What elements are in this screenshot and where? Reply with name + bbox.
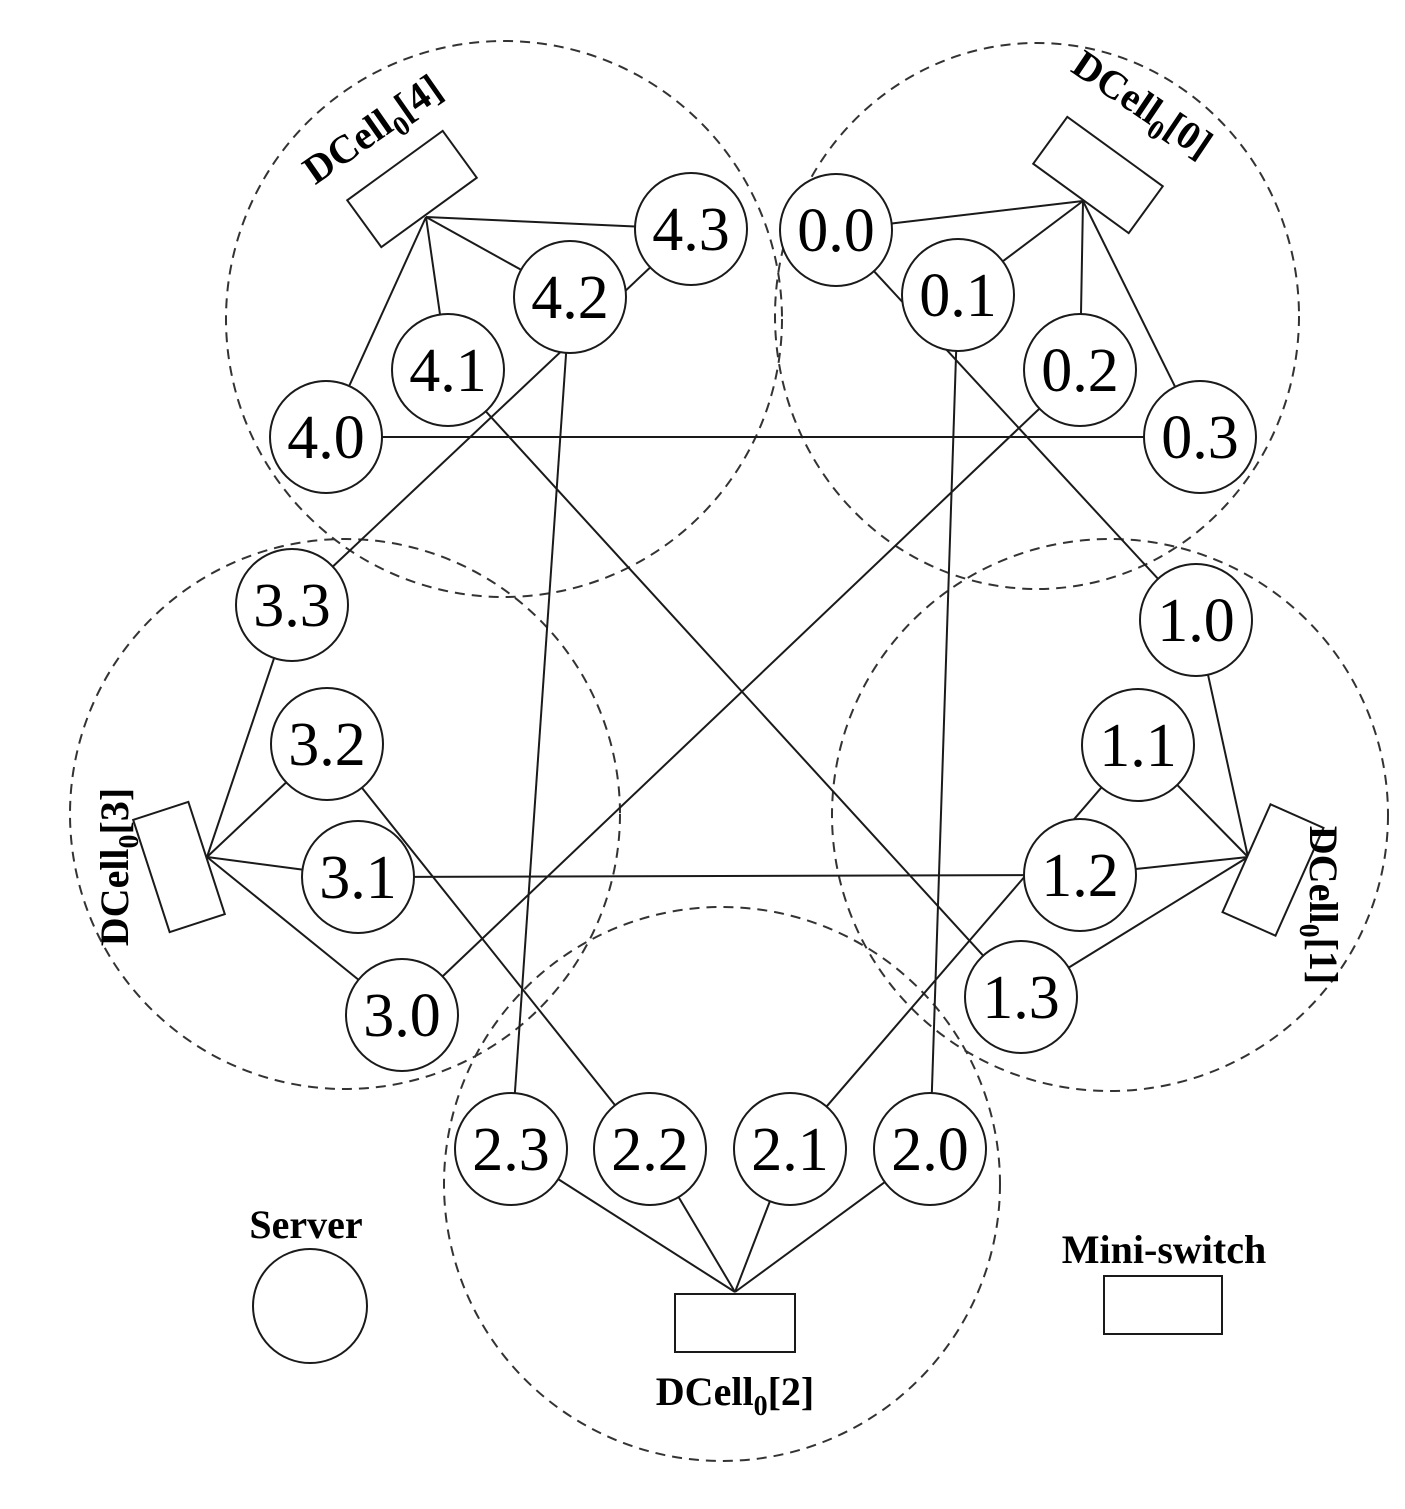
switch-link-2.0 (734, 1181, 886, 1293)
switch-link-2.3 (557, 1178, 736, 1293)
server-2.1 (733, 1092, 847, 1206)
server-4.1 (391, 313, 505, 427)
server-2.3 (454, 1092, 568, 1206)
mini-switch-0 (1031, 115, 1165, 235)
server-label-1.0: 1.0 (1157, 587, 1235, 655)
cell-boundary-0 (774, 42, 1300, 590)
legend-switch-symbol (1103, 1275, 1223, 1335)
switch-link-4.3 (425, 216, 636, 228)
server-label-1.1: 1.1 (1099, 712, 1177, 780)
switch-link-4.1 (425, 216, 442, 315)
server-label-1.2: 1.2 (1041, 842, 1119, 910)
server-3.2 (270, 687, 384, 801)
server-2.2 (593, 1092, 707, 1206)
server-label-2.2: 2.2 (611, 1116, 689, 1184)
server-0.2 (1023, 313, 1137, 427)
server-label-2.0: 2.0 (891, 1116, 969, 1184)
switch-link-1.0 (1207, 674, 1249, 858)
server-4.2 (513, 240, 627, 354)
server-4.3 (634, 172, 748, 286)
switch-link-1.1 (1176, 784, 1249, 858)
switch-link-3.0 (206, 856, 360, 981)
cell-boundary-1 (831, 538, 1389, 1092)
server-3.1 (301, 820, 415, 934)
server-0.1 (901, 238, 1015, 352)
server-label-3.1: 3.1 (319, 844, 397, 912)
server-label-0.1: 0.1 (919, 262, 997, 330)
server-1.1 (1081, 688, 1195, 802)
legend: Server Mini-switch (249, 1202, 1266, 1364)
cell-label-3: DCell0[3] (92, 788, 145, 946)
server-label-4.1: 4.1 (409, 337, 487, 405)
server-label-4.0: 4.0 (287, 404, 365, 472)
inter-cell-link-2.2-3.2 (361, 787, 616, 1106)
server-0.0 (779, 173, 893, 287)
server-3.3 (235, 548, 349, 662)
server-label-3.3: 3.3 (253, 572, 331, 640)
switch-link-0.1 (1002, 200, 1084, 263)
switch-link-1.2 (1135, 856, 1249, 871)
inter-cell-link-0.1-2.0 (930, 350, 958, 1094)
server-1.0 (1139, 563, 1253, 677)
cell-label-2: DCell0[2] (656, 1369, 814, 1422)
server-label-0.2: 0.2 (1041, 337, 1119, 405)
mini-switches (131, 115, 1325, 1353)
server-label-4.2: 4.2 (531, 264, 609, 332)
servers: 0.0 0.1 0.2 0.3 1.0 1.1 1.2 1.3 2.0 2.1 2.2 2.3 3.0 3… (235, 172, 1257, 1206)
server-label-2.1: 2.1 (751, 1116, 829, 1184)
switch-link-3.1 (206, 856, 303, 871)
cell-boundary-3 (69, 538, 621, 1090)
cell-boundaries (69, 40, 1389, 1462)
cell-label-1: DCell0[1] (1293, 826, 1346, 984)
server-4.0 (269, 380, 383, 494)
inter-cell-link-0.2-3.0 (441, 407, 1041, 978)
server-label-0.0: 0.0 (797, 197, 875, 265)
switch-link-3.2 (206, 781, 287, 858)
cell-boundary-2 (443, 906, 1001, 1462)
switch-link-0.3 (1082, 200, 1177, 388)
mini-switch-2 (674, 1293, 796, 1353)
switch-link-3.3 (206, 657, 276, 858)
switch-link-4.2 (425, 216, 522, 271)
mini-switch-1 (1221, 802, 1325, 938)
mini-switch-3 (131, 800, 227, 934)
server-1.3 (964, 940, 1078, 1054)
server-label-4.3: 4.3 (652, 196, 730, 264)
switch-link-0.2 (1079, 200, 1084, 315)
legend-switch-label: Mini-switch (1062, 1227, 1266, 1272)
switch-link-2.1 (734, 1200, 771, 1293)
server-label-1.3: 1.3 (982, 964, 1060, 1032)
legend-server-label: Server (249, 1202, 362, 1247)
server-2.0 (873, 1092, 987, 1206)
inter-cell-link-1.3-4.1 (485, 410, 984, 957)
server-0.3 (1143, 380, 1257, 494)
server-1.2 (1023, 818, 1137, 932)
server-label-3.2: 3.2 (288, 711, 366, 779)
switch-link-4.0 (348, 216, 427, 387)
mini-switch-4 (345, 129, 479, 249)
inter-cell-link-2.3-4.2 (513, 352, 568, 1094)
server-label-2.3: 2.3 (472, 1116, 550, 1184)
legend-server-symbol (252, 1248, 368, 1364)
switch-link-1.3 (1068, 856, 1249, 969)
cell-boundary-4 (225, 40, 783, 598)
server-3.0 (345, 958, 459, 1072)
server-label-0.3: 0.3 (1161, 404, 1239, 472)
inter-cell-link-1.2-3.1 (413, 874, 1025, 878)
server-label-3.0: 3.0 (363, 982, 441, 1050)
switch-link-2.2 (677, 1196, 736, 1293)
switch-link-0.0 (891, 200, 1084, 225)
